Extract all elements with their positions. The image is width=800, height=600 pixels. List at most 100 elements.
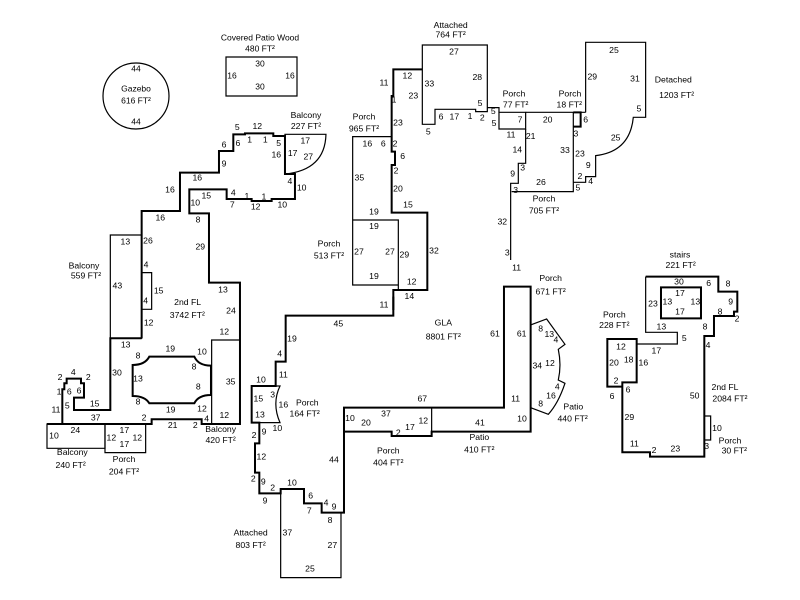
- dimension-label: 5: [492, 118, 497, 128]
- porch-18-outline: [573, 112, 580, 126]
- dimension-label: 4: [555, 382, 560, 392]
- dimension-label: 5: [576, 183, 581, 193]
- dimension-label: 67: [417, 393, 427, 403]
- dimension-label: 4: [324, 498, 329, 508]
- dimension-label: 4: [144, 259, 149, 269]
- dimension-label: 6: [706, 278, 711, 288]
- area-size-label: 18 FT²: [557, 99, 583, 109]
- dimension-label: 4: [277, 348, 282, 358]
- dimension-label: 10: [517, 414, 527, 424]
- area-name-label: Porch: [603, 310, 626, 320]
- dimension-label: 27: [385, 247, 395, 257]
- dimension-label: 13: [121, 237, 131, 247]
- dimension-label: 8: [538, 323, 543, 333]
- dimension-label: 30: [255, 58, 265, 68]
- dimension-label: 17: [450, 111, 460, 121]
- area-size-label: 705 FT²: [529, 205, 559, 215]
- dimension-label: 1: [247, 135, 252, 145]
- dimension-label: 1: [263, 135, 268, 145]
- dimension-label: 16: [227, 70, 237, 80]
- area-name-label: Porch: [318, 238, 341, 248]
- dimension-label: 13: [691, 296, 701, 306]
- dimension-label: 37: [91, 413, 101, 423]
- area-name-label: Patio: [563, 402, 583, 412]
- dimension-label: 16: [279, 400, 289, 410]
- dimension-label: 8: [192, 362, 197, 372]
- dimension-label: 2: [252, 430, 257, 440]
- dimension-label: 4: [231, 188, 236, 198]
- dimension-label: 12: [616, 341, 626, 351]
- dimension-label: 44: [329, 455, 339, 465]
- dimension-label: 11: [379, 78, 388, 88]
- dimension-label: 5: [478, 98, 483, 108]
- dimension-label: 17: [120, 425, 130, 435]
- dimension-label: 23: [393, 118, 403, 128]
- dimension-label: 12: [219, 410, 229, 420]
- area-name-label: Porch: [503, 89, 526, 99]
- dimension-label: 26: [536, 177, 546, 187]
- dimension-label: 27: [354, 247, 364, 257]
- area-name-label: Porch: [113, 454, 136, 464]
- area-size-label: 559 FT²: [71, 270, 101, 280]
- dimension-label: 10: [190, 197, 200, 207]
- dimension-label: 6: [626, 385, 631, 395]
- dimension-label: 10: [256, 374, 266, 384]
- area-name-label: Porch: [719, 435, 742, 445]
- area-size-label: 803 FT²: [236, 540, 266, 550]
- dimension-label: 37: [381, 408, 391, 418]
- dimension-label: 12: [545, 358, 555, 368]
- dimension-label: 7: [518, 114, 523, 124]
- dimension-label: 3: [513, 185, 518, 195]
- dimension-label: 3: [270, 389, 275, 399]
- dimension-label: 17: [652, 346, 662, 356]
- dimension-label: 14: [512, 145, 522, 155]
- area-size-label: 240 FT²: [56, 460, 86, 470]
- area-name-label: Porch: [533, 193, 556, 203]
- dimension-label: 5: [491, 106, 496, 116]
- dimension-label: 2: [251, 473, 256, 483]
- dimension-label: 4: [588, 176, 593, 186]
- dimension-label: 7: [230, 199, 235, 209]
- dimension-label: 2: [735, 313, 740, 323]
- balcony-227-outline: [285, 134, 326, 174]
- dimension-label: 6: [583, 114, 588, 124]
- dimension-label: 2: [578, 171, 583, 181]
- dimension-label: 13: [121, 340, 131, 350]
- porch-965-outline: [353, 137, 399, 290]
- dimension-label: 44: [131, 63, 141, 73]
- dimension-label: 11: [506, 130, 515, 140]
- dimension-label: 12: [197, 404, 207, 414]
- dimension-label: 35: [226, 377, 236, 387]
- area-name-label: 2nd FL: [712, 382, 739, 392]
- dimension-label: 8: [196, 382, 201, 392]
- area-size-label: 77 FT²: [503, 99, 529, 109]
- dimension-label: 9: [332, 502, 337, 512]
- dimension-label: 18: [624, 354, 634, 364]
- dimension-label: 10: [197, 347, 207, 357]
- dimension-label: 35: [355, 173, 365, 183]
- dimension-label: 2: [270, 483, 275, 493]
- dimension-label: 9: [261, 477, 266, 487]
- dimension-label: 27: [449, 47, 459, 57]
- dimension-label: 15: [254, 394, 264, 404]
- dimension-label: 15: [90, 399, 100, 409]
- dimension-label: 8: [538, 398, 543, 408]
- dimension-label: 13: [218, 284, 228, 294]
- dimension-label: 1: [392, 94, 397, 104]
- dimension-label: 12: [418, 415, 428, 425]
- dimension-label: 10: [273, 423, 283, 433]
- dimension-label: 29: [625, 412, 635, 422]
- dimension-label: 29: [195, 242, 205, 252]
- area-size-label: 227 FT²: [291, 121, 321, 131]
- dimension-label: 20: [361, 418, 371, 428]
- dimension-label: 9: [586, 160, 591, 170]
- dimension-label: 11: [512, 262, 521, 272]
- dimension-label: 3: [505, 247, 510, 257]
- dimension-label: 12: [251, 202, 261, 212]
- dimension-label: 9: [263, 495, 268, 505]
- porch-164-outline: [252, 386, 280, 423]
- gla-north-outline: [392, 69, 428, 310]
